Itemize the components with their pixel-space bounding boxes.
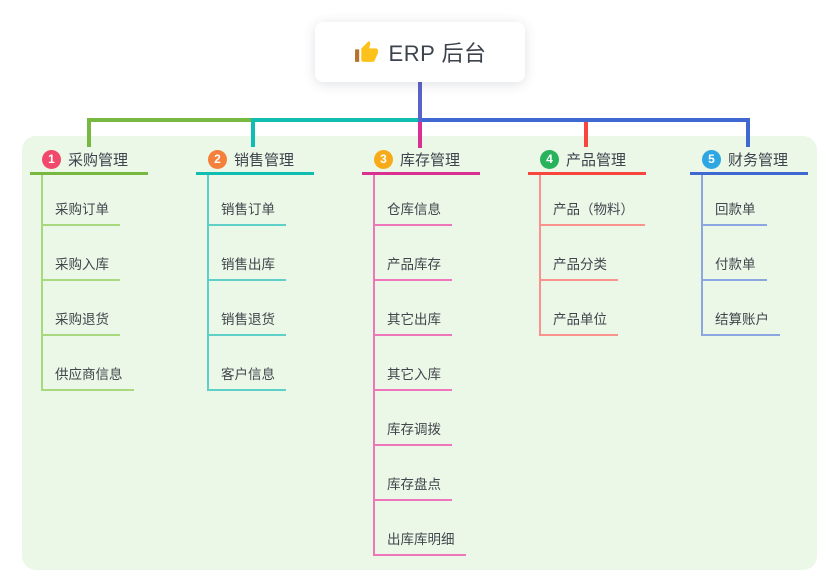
child-node[interactable]: 回款单 — [703, 175, 808, 226]
branch-procurement-header[interactable]: 1 采购管理 — [30, 146, 148, 175]
branch-procurement-title: 采购管理 — [68, 151, 129, 169]
child-node[interactable]: 客户信息 — [209, 336, 314, 391]
child-node[interactable]: 库存调拨 — [375, 391, 480, 446]
branch-product[interactable]: 4 产品管理 产品（物料） 产品分类 产品单位 — [528, 146, 646, 336]
connector-branch-sales — [251, 118, 420, 147]
root-node[interactable]: ERP 后台 — [315, 22, 525, 82]
child-node-label: 销售退货 — [209, 311, 286, 336]
badge-number-5: 5 — [702, 149, 721, 169]
branch-sales-title: 销售管理 — [234, 151, 295, 169]
thumbs-up-icon — [354, 40, 379, 65]
child-node[interactable]: 库存盘点 — [375, 446, 480, 501]
connector-branch-product — [420, 118, 588, 147]
branch-inventory[interactable]: 3 库存管理 仓库信息 产品库存 其它出库 其它入库 库存调拨 库存盘点 出库库… — [362, 146, 480, 556]
child-node[interactable]: 仓库信息 — [375, 175, 480, 226]
child-node[interactable]: 出库库明细 — [375, 501, 480, 556]
child-node-label: 其它出库 — [375, 311, 452, 336]
child-node-label: 库存盘点 — [375, 476, 452, 501]
branch-sales[interactable]: 2 销售管理 销售订单 销售出库 销售退货 客户信息 — [196, 146, 314, 391]
child-node-label: 其它入库 — [375, 366, 452, 391]
child-node-label: 采购订单 — [43, 201, 120, 226]
branch-sales-children: 销售订单 销售出库 销售退货 客户信息 — [207, 175, 314, 391]
branch-product-children: 产品（物料） 产品分类 产品单位 — [539, 175, 646, 336]
child-node[interactable]: 付款单 — [703, 226, 808, 281]
child-node-label: 付款单 — [703, 256, 767, 281]
branch-inventory-header[interactable]: 3 库存管理 — [362, 146, 480, 175]
branch-inventory-title: 库存管理 — [400, 151, 461, 169]
child-node-label: 产品单位 — [541, 311, 618, 336]
child-node[interactable]: 结算账户 — [703, 281, 808, 336]
branch-finance-title: 财务管理 — [728, 151, 789, 169]
child-node-label: 回款单 — [703, 201, 767, 226]
badge-number-1: 1 — [42, 149, 61, 169]
child-node[interactable]: 其它出库 — [375, 281, 480, 336]
child-node-label: 结算账户 — [703, 311, 780, 336]
child-node[interactable]: 采购退货 — [43, 281, 148, 336]
child-node-label: 库存调拨 — [375, 421, 452, 446]
branch-procurement[interactable]: 1 采购管理 采购订单 采购入库 采购退货 供应商信息 — [30, 146, 148, 391]
branch-product-title: 产品管理 — [566, 151, 627, 169]
child-node-label: 销售订单 — [209, 201, 286, 226]
branch-inventory-children: 仓库信息 产品库存 其它出库 其它入库 库存调拨 库存盘点 出库库明细 — [373, 175, 480, 556]
branch-finance-children: 回款单 付款单 结算账户 — [701, 175, 808, 336]
child-node[interactable]: 采购入库 — [43, 226, 148, 281]
branch-finance-header[interactable]: 5 财务管理 — [690, 146, 808, 175]
badge-number-3: 3 — [374, 149, 393, 169]
child-node[interactable]: 产品库存 — [375, 226, 480, 281]
branch-product-header[interactable]: 4 产品管理 — [528, 146, 646, 175]
child-node[interactable]: 产品单位 — [541, 281, 646, 336]
child-node-label: 客户信息 — [209, 366, 286, 391]
child-node[interactable]: 产品分类 — [541, 226, 646, 281]
child-node[interactable]: 供应商信息 — [43, 336, 148, 391]
root-node-label: ERP 后台 — [388, 41, 487, 66]
child-node-label: 产品（物料） — [541, 201, 645, 226]
child-node-label: 出库库明细 — [375, 531, 466, 556]
child-node-label: 销售出库 — [209, 256, 286, 281]
branch-finance[interactable]: 5 财务管理 回款单 付款单 结算账户 — [690, 146, 808, 336]
child-node[interactable]: 采购订单 — [43, 175, 148, 226]
child-node[interactable]: 产品（物料） — [541, 175, 646, 226]
child-node[interactable]: 销售订单 — [209, 175, 314, 226]
child-node-label: 仓库信息 — [375, 201, 452, 226]
child-node-label: 产品库存 — [375, 256, 452, 281]
mindmap-panel — [22, 136, 817, 570]
child-node-label: 产品分类 — [541, 256, 618, 281]
child-node-label: 采购入库 — [43, 256, 120, 281]
badge-number-4: 4 — [540, 149, 559, 169]
child-node[interactable]: 其它入库 — [375, 336, 480, 391]
branch-procurement-children: 采购订单 采购入库 采购退货 供应商信息 — [41, 175, 148, 391]
badge-number-2: 2 — [208, 149, 227, 169]
child-node-label: 采购退货 — [43, 311, 120, 336]
connector-branch-finance — [420, 118, 750, 147]
child-node-label: 供应商信息 — [43, 366, 134, 391]
branch-sales-header[interactable]: 2 销售管理 — [196, 146, 314, 175]
child-node[interactable]: 销售退货 — [209, 281, 314, 336]
child-node[interactable]: 销售出库 — [209, 226, 314, 281]
